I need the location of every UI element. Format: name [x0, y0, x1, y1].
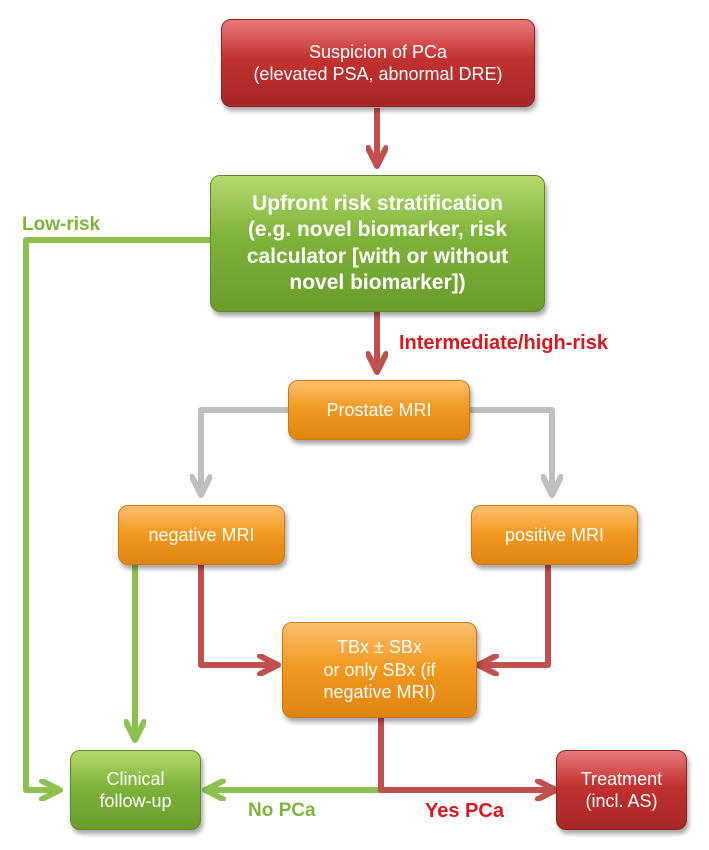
- node-risk-line-3: calculator [with or without: [246, 244, 509, 268]
- node-biopsy: TBx ± SBx or only SBx (if negative MRI): [282, 622, 477, 718]
- node-clinical-followup: Clinical follow-up: [70, 750, 201, 830]
- edge-label-intermediate-high-risk: Intermediate/high-risk: [399, 332, 608, 354]
- edge-label-no-pca: No PCa: [248, 800, 316, 821]
- arrow-lowrisk-to-followup: [23, 237, 210, 790]
- node-followup-line-1: Clinical: [106, 768, 165, 789]
- node-negative-mri: negative MRI: [118, 505, 285, 565]
- node-risk-line-2: (e.g. novel biomarker, risk: [247, 218, 508, 242]
- arrow-mri-to-negative: [201, 407, 288, 495]
- node-negative-line-1: negative MRI: [148, 524, 255, 545]
- arrow-biopsy-to-treatment: [378, 718, 556, 790]
- node-biopsy-line-2: or only SBx (if: [323, 659, 436, 680]
- edge-label-low-risk: Low-risk: [22, 214, 101, 235]
- node-followup-line-2: follow-up: [99, 791, 172, 811]
- node-treatment: Treatment (incl. AS): [556, 750, 687, 830]
- node-suspicion-line-2: (elevated PSA, abnormal DRE): [253, 64, 503, 84]
- edge-label-yes-pca: Yes PCa: [425, 800, 504, 822]
- node-risk-stratification: Upfront risk stratification (e.g. novel …: [210, 175, 545, 312]
- node-biopsy-line-1: TBx ± SBx: [337, 637, 422, 658]
- arrow-mri-to-positive: [470, 407, 552, 495]
- node-treatment-line-2: (incl. AS): [585, 791, 658, 811]
- node-prostate-mri: Prostate MRI: [288, 380, 470, 440]
- node-positive-line-1: positive MRI: [504, 524, 605, 545]
- node-mri-line-1: Prostate MRI: [326, 399, 432, 420]
- arrow-positive-to-biopsy: [478, 565, 551, 665]
- node-risk-line-1: Upfront risk stratification: [252, 192, 503, 215]
- node-positive-mri: positive MRI: [471, 505, 638, 565]
- node-risk-line-4: novel biomarker]): [289, 270, 466, 294]
- node-suspicion: Suspicion of PCa (elevated PSA, abnormal…: [221, 19, 535, 107]
- arrow-biopsy-to-followup: [205, 718, 384, 790]
- arrow-negative-to-biopsy: [198, 565, 278, 665]
- node-treatment-line-1: Treatment: [580, 768, 663, 789]
- node-suspicion-line-1: Suspicion of PCa: [308, 41, 448, 62]
- node-biopsy-line-3: negative MRI): [323, 682, 436, 703]
